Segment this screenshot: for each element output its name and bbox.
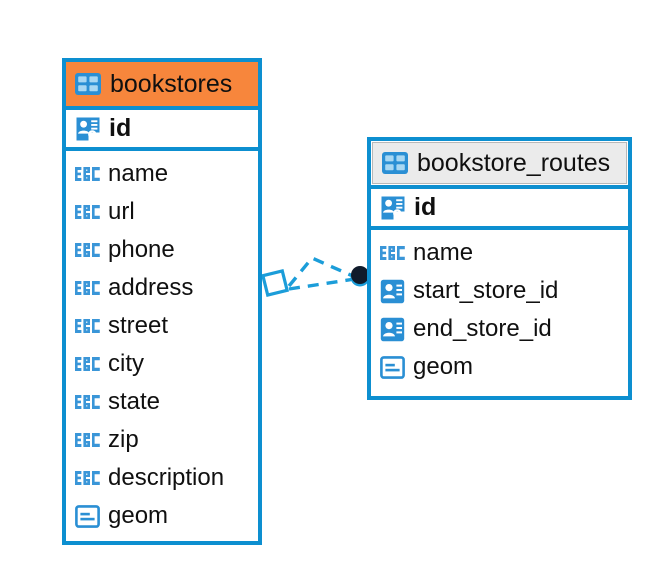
field-label-end-store-id: end_store_id: [413, 315, 552, 342]
field-row-primary-key-bookstore-routes[interactable]: id: [371, 185, 628, 230]
abc-text-icon: [380, 246, 405, 260]
geometry-icon: [380, 355, 405, 379]
field-row-phone[interactable]: phone: [75, 231, 250, 269]
field-label-description: description: [108, 464, 225, 491]
field-row-geom[interactable]: geom: [75, 497, 250, 535]
field-label-phone: phone: [108, 236, 175, 263]
abc-text-icon: [75, 281, 100, 295]
field-row-name[interactable]: name: [75, 155, 250, 193]
field-list-bookstore-routes: name start_store_id: [371, 230, 628, 396]
field-label-primary-key-bookstores: id: [109, 114, 132, 142]
relationship-line-upper[interactable]: [287, 255, 356, 288]
field-label-geom: geom: [108, 502, 169, 529]
field-row-address[interactable]: address: [75, 269, 250, 307]
field-row-primary-key-bookstores[interactable]: id: [66, 106, 258, 151]
abc-text-icon: [75, 433, 100, 447]
entity-header-bookstore-routes[interactable]: bookstore_routes: [372, 142, 627, 184]
field-row-description[interactable]: description: [75, 459, 250, 497]
abc-text-icon: [75, 319, 100, 333]
abc-text-icon: [75, 471, 100, 485]
table-grid-icon: [382, 152, 408, 174]
field-label-primary-key-bookstore-routes: id: [414, 193, 437, 221]
field-label-routes-geom: geom: [413, 353, 474, 380]
field-row-zip[interactable]: zip: [75, 421, 250, 459]
field-label-city: city: [108, 350, 144, 377]
primary-key-icon: [381, 196, 405, 220]
field-label-state: state: [108, 388, 161, 415]
abc-text-icon: [75, 167, 100, 181]
entity-bookstores[interactable]: bookstores id: [62, 58, 262, 545]
foreign-key-icon: [380, 279, 405, 303]
field-row-end-store-id[interactable]: end_store_id: [380, 310, 620, 348]
primary-key-icon: [76, 117, 100, 141]
field-row-street[interactable]: street: [75, 307, 250, 345]
relationship-line-lower[interactable]: [288, 277, 356, 291]
field-label-name: name: [108, 160, 169, 187]
field-row-city[interactable]: city: [75, 345, 250, 383]
field-row-url[interactable]: url: [75, 193, 250, 231]
field-label-street: street: [108, 312, 169, 339]
abc-text-icon: [75, 205, 100, 219]
entity-header-bookstores[interactable]: bookstores: [66, 62, 258, 106]
relationship-diamond-marker[interactable]: [260, 268, 290, 298]
entity-bookstore-routes[interactable]: bookstore_routes id: [367, 137, 632, 400]
foreign-key-icon: [380, 317, 405, 341]
field-label-routes-name: name: [413, 239, 474, 266]
field-row-state[interactable]: state: [75, 383, 250, 421]
entity-title-bookstores: bookstores: [110, 69, 233, 98]
geometry-icon: [75, 504, 100, 528]
field-label-zip: zip: [108, 426, 139, 453]
field-label-start-store-id: start_store_id: [413, 277, 559, 304]
field-row-routes-name[interactable]: name: [380, 234, 620, 272]
field-label-address: address: [108, 274, 194, 301]
field-row-start-store-id[interactable]: start_store_id: [380, 272, 620, 310]
abc-text-icon: [75, 395, 100, 409]
field-row-routes-geom[interactable]: geom: [380, 348, 620, 386]
field-list-bookstores: name url phone: [66, 151, 258, 541]
abc-text-icon: [75, 243, 100, 257]
entity-title-bookstore-routes: bookstore_routes: [417, 148, 611, 177]
field-label-url: url: [108, 198, 135, 225]
abc-text-icon: [75, 357, 100, 371]
table-grid-icon: [75, 73, 101, 95]
